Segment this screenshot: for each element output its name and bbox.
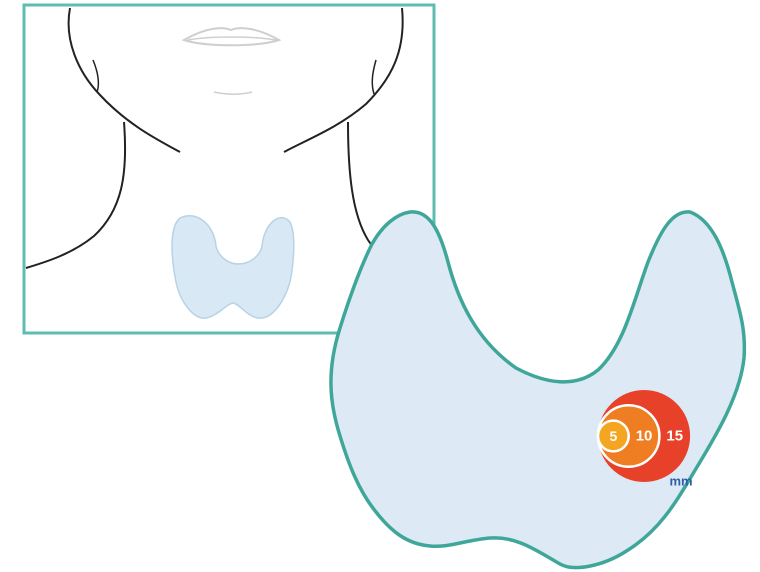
large-thyroid xyxy=(331,212,744,568)
nodule-label-15: 15 xyxy=(666,428,683,445)
nodule-label-5: 5 xyxy=(609,428,617,444)
nodule-label-10: 10 xyxy=(636,428,653,445)
nodule-size-comparison: 15 10 5 xyxy=(598,390,690,482)
unit-label: mm xyxy=(669,474,692,489)
